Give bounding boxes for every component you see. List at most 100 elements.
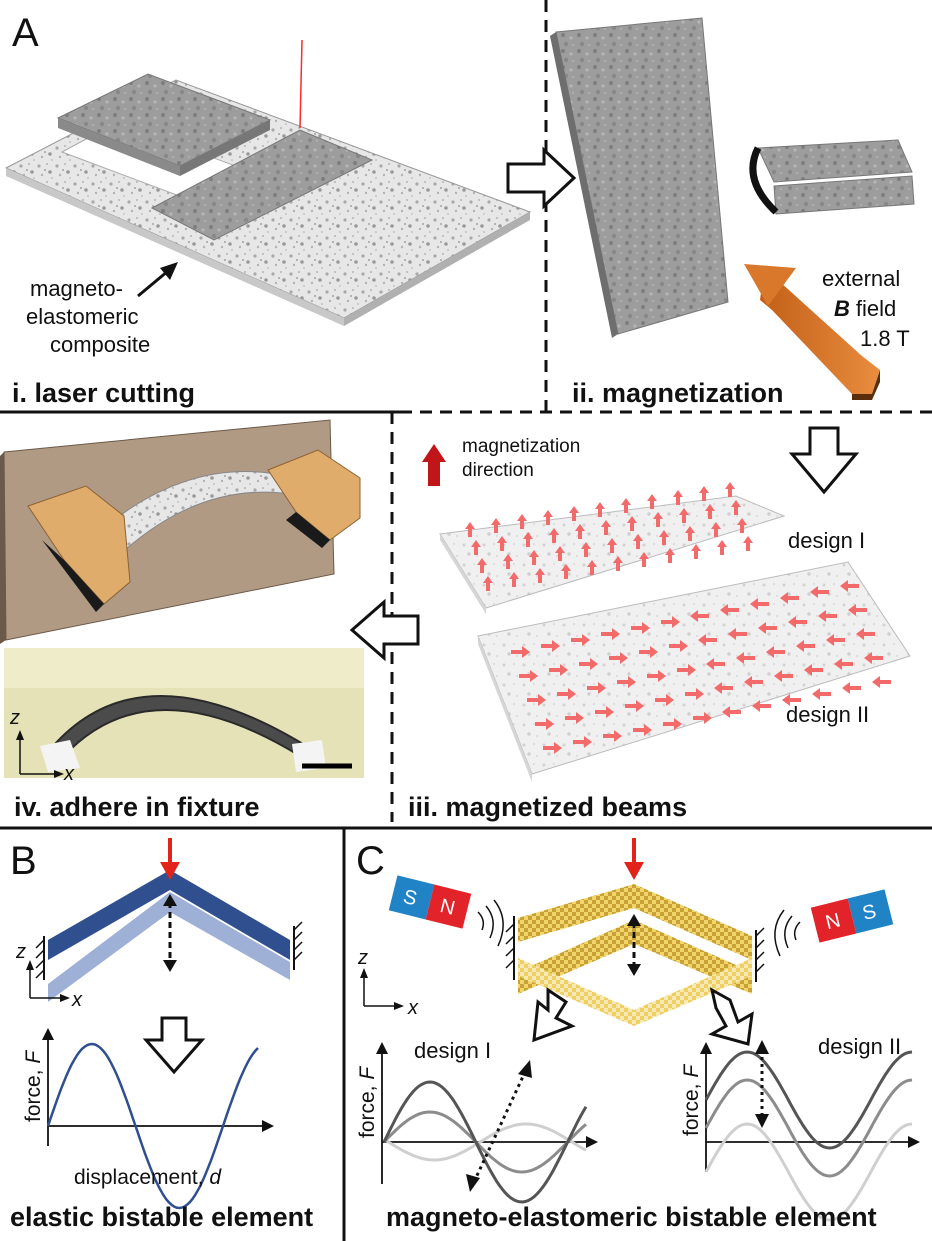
ylabel-b-symbol: F bbox=[22, 1050, 45, 1064]
magnetization-arrow-side bbox=[848, 604, 867, 616]
magnetization-legend-arrow bbox=[422, 444, 446, 486]
magnetization-arrow-side bbox=[557, 688, 576, 700]
magnetization-arrow-side bbox=[543, 742, 562, 754]
caption-elastic-bistable: elastic bistable element bbox=[10, 1202, 313, 1232]
plot-b bbox=[42, 1028, 274, 1210]
magnetization-arrow-side bbox=[728, 628, 747, 640]
magnetization-arrow-side bbox=[872, 676, 891, 688]
panel-letter-a: A bbox=[12, 11, 39, 55]
magnetization-arrow-side bbox=[617, 676, 636, 688]
magnetization-arrow-side bbox=[639, 646, 658, 658]
ylabel-b-text: force, bbox=[22, 1064, 45, 1122]
magnetization-arrow-side bbox=[573, 736, 592, 748]
axes-b bbox=[26, 960, 70, 1002]
magnetization-arrow-side bbox=[625, 700, 644, 712]
magnetization-arrow-up bbox=[517, 514, 527, 529]
caption-adhere-fixture: iv. adhere in fixture bbox=[14, 792, 260, 822]
label-c-design-2: design II bbox=[818, 1034, 901, 1059]
force-curve-c2-light bbox=[704, 1122, 913, 1222]
magnetization-arrow-side bbox=[752, 700, 771, 712]
force-curve-c2-dark bbox=[704, 1050, 913, 1150]
magnetization-arrow-side bbox=[663, 718, 682, 730]
axis-z-iv: z bbox=[9, 707, 20, 729]
plot-c-design-2 bbox=[700, 1040, 920, 1222]
axis-z-c: z bbox=[357, 947, 368, 969]
magnetization-arrow-side bbox=[706, 658, 725, 670]
magnetization-arrow-up bbox=[613, 556, 623, 571]
magnetization-arrow-up bbox=[535, 568, 545, 583]
magnetization-arrow-up bbox=[679, 508, 689, 523]
beam-design-1 bbox=[439, 482, 786, 614]
magnetization-arrow-up bbox=[523, 532, 533, 547]
magnetization-arrow-up bbox=[621, 498, 631, 513]
magnetization-arrow-up bbox=[561, 564, 571, 579]
plot-c-design-1 bbox=[376, 1042, 598, 1204]
force-curve-c1-mid bbox=[382, 1110, 587, 1174]
magnetization-arrow-side bbox=[655, 694, 674, 706]
axes-iv bbox=[16, 730, 64, 778]
magnetization-arrow-side bbox=[744, 676, 763, 688]
panel-letter-c: C bbox=[356, 839, 385, 883]
magnetization-arrow-up bbox=[647, 494, 657, 509]
magnetization-arrow-up bbox=[725, 482, 735, 497]
magnetization-arrow-side bbox=[527, 694, 546, 706]
magnetization-arrow-side bbox=[631, 622, 650, 634]
magnetization-arrow-side bbox=[812, 688, 831, 700]
magnet-left-pole-2: N bbox=[438, 895, 457, 920]
elastic-beam-diagram bbox=[35, 838, 303, 1002]
xlabel-b-symbol: d bbox=[209, 1166, 222, 1189]
field-label-word: field bbox=[856, 296, 896, 321]
magnetization-arrow-side bbox=[796, 640, 815, 652]
axis-x-iv: x bbox=[63, 763, 75, 785]
magnetization-arrow-up bbox=[555, 546, 565, 561]
magnetization-arrow-side bbox=[603, 730, 622, 742]
magnetization-arrow-up bbox=[465, 522, 475, 537]
magnet-left-pole-1: S bbox=[401, 886, 419, 911]
ylabel-c1-symbol: F bbox=[356, 1066, 379, 1080]
magnetization-arrow-up bbox=[509, 572, 519, 587]
magnetization-arrow-up bbox=[717, 540, 727, 555]
magnetization-arrow-up bbox=[665, 548, 675, 563]
magnetization-illustration bbox=[550, 17, 915, 400]
magnetization-arrow-side bbox=[609, 652, 628, 664]
magnetization-arrow-side bbox=[840, 580, 859, 592]
magnetization-arrow-up bbox=[653, 512, 663, 527]
legend-line2: direction bbox=[462, 460, 534, 481]
label-c-design-1: design I bbox=[414, 1038, 491, 1063]
magnetization-arrow-side bbox=[750, 598, 769, 610]
magnetization-arrow-side bbox=[834, 658, 853, 670]
magnetization-arrow-up bbox=[503, 554, 513, 569]
magnetization-arrow-up bbox=[737, 518, 747, 533]
magnet-right-pole-2: S bbox=[860, 900, 878, 925]
laser-cutting-illustration bbox=[4, 39, 532, 326]
force-curve-c1-light bbox=[383, 1122, 587, 1162]
magnetization-arrow-side bbox=[826, 634, 845, 646]
magnetization-arrow-side bbox=[693, 712, 712, 724]
magnetization-arrow-side bbox=[647, 670, 666, 682]
magnetization-arrow-side bbox=[571, 634, 590, 646]
label-design-1: design I bbox=[788, 528, 865, 553]
panel-letter-b: B bbox=[10, 839, 37, 883]
material-label-line3: composite bbox=[50, 332, 150, 357]
magnetization-arrow-side bbox=[633, 724, 652, 736]
caption-magneto-bistable: magneto-elastomeric bistable element bbox=[386, 1202, 877, 1232]
magnetization-arrow-up bbox=[633, 534, 643, 549]
magnetization-arrow-up bbox=[497, 536, 507, 551]
magnetization-arrow-up bbox=[471, 540, 481, 555]
magnetization-arrow-up bbox=[491, 518, 501, 533]
magnetization-arrow-up bbox=[691, 544, 701, 559]
magnetization-arrow-up bbox=[601, 520, 611, 535]
force-curve-b bbox=[46, 1042, 259, 1210]
magnetization-arrow-up bbox=[685, 526, 695, 541]
magnetization-arrow-up bbox=[627, 516, 637, 531]
magnetization-arrow-side bbox=[722, 706, 741, 718]
beam-design-2 bbox=[477, 561, 911, 782]
magnetization-arrow-side bbox=[788, 616, 807, 628]
magnetization-arrow-side bbox=[661, 616, 680, 628]
magnetization-arrow-side bbox=[690, 610, 709, 622]
legend-line1: magnetization bbox=[462, 436, 580, 457]
step-arrow-right bbox=[506, 146, 577, 210]
magnetization-arrow-side bbox=[714, 682, 733, 694]
